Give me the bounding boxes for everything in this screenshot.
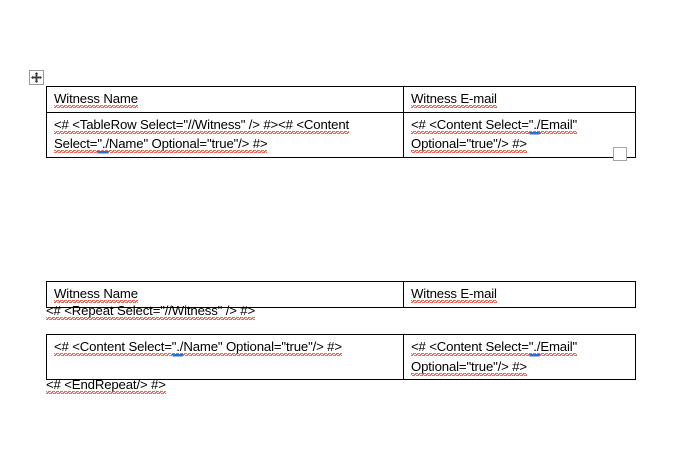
witness-table-two-body[interactable]: <# <Content Select="./Name" Optional="tr…: [46, 333, 636, 381]
table-two-body-cell-email[interactable]: <# <Content Select="./Email" Optional="t…: [403, 333, 636, 381]
table-move-handle[interactable]: [29, 70, 44, 85]
grammar-underline-mark: "./: [171, 339, 184, 355]
repeat-open-paragraph[interactable]: <# <Repeat Select="//Witness" /> #>: [46, 301, 255, 321]
repeat-close-paragraph[interactable]: <# <EndRepeat/> #>: [46, 375, 166, 395]
table-one-header-name-text: Witness Name: [54, 91, 138, 108]
table-one-body-cell-email[interactable]: <# <Content Select="./Email" Optional="t…: [403, 111, 636, 158]
table-one-header-email-text: Witness E-mail: [411, 91, 497, 108]
table-two-body-email-text: <# <Content Select="./Email" Optional="t…: [411, 339, 578, 376]
table-one-body-cell-name[interactable]: <# <TableRow Select="//Witness" /> #><# …: [46, 111, 404, 158]
table-two-header-name-text: Witness Name: [54, 286, 138, 303]
table-row[interactable]: <# <TableRow Select="//Witness" /> #><# …: [46, 111, 636, 158]
table-one-header-cell-email[interactable]: Witness E-mail: [403, 86, 636, 113]
table-row[interactable]: <# <Content Select="./Name" Optional="tr…: [46, 333, 636, 381]
repeat-open-text: <# <Repeat Select="//Witness" /> #>: [46, 303, 256, 320]
table-two-body-name-text: <# <Content Select="./Name" Optional="tr…: [54, 339, 342, 356]
repeat-close-text: <# <EndRepeat/> #>: [46, 377, 166, 394]
grammar-underline-mark: "./: [97, 136, 109, 153]
table-two-header-cell-email[interactable]: Witness E-mail: [403, 281, 636, 308]
table-row[interactable]: Witness Name Witness E-mail: [46, 86, 636, 113]
table-one-body-email-text: <# <Content Select="./Email" Optional="t…: [411, 116, 578, 154]
grammar-underline-mark: "./: [528, 116, 541, 133]
grammar-underline-mark: "./: [528, 339, 541, 355]
table-one-body-name-text: <# <TableRow Select="//Witness" /> #><# …: [54, 116, 350, 154]
table-two-header-email-text: Witness E-mail: [411, 286, 497, 303]
witness-table-one[interactable]: Witness Name Witness E-mail <# <TableRow…: [46, 86, 636, 158]
move-cross-icon: [31, 72, 42, 83]
table-resize-handle[interactable]: [613, 147, 627, 161]
table-two-body-cell-name[interactable]: <# <Content Select="./Name" Optional="tr…: [46, 333, 404, 381]
table-one-header-cell-name[interactable]: Witness Name: [46, 86, 404, 113]
